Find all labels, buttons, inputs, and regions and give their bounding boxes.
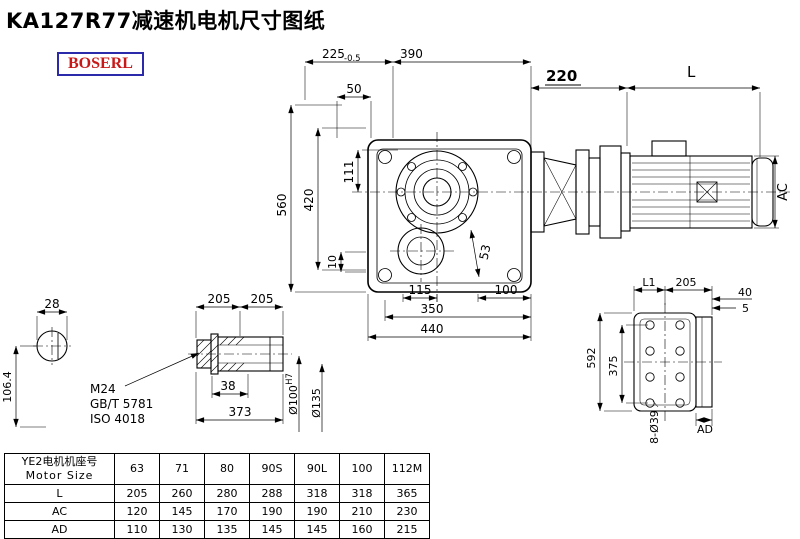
label-gbt5781: GB/T 5781	[90, 397, 153, 411]
dim-53: 53	[477, 243, 494, 261]
gearbox-front-view	[367, 139, 532, 293]
cell: 120	[114, 502, 160, 521]
dim-225-tolerance: -0.5	[344, 54, 361, 64]
boserl-logo: BOSERL	[57, 52, 144, 76]
cell: 145	[159, 502, 205, 521]
cell: 160	[339, 520, 385, 539]
dim-220: 220	[546, 67, 577, 85]
cell: 205	[114, 484, 160, 503]
header-en: Motor Size	[25, 469, 94, 482]
motor-side-view	[530, 140, 774, 239]
dim-28: 28	[44, 297, 59, 311]
table-row-L: L 205 260 280 288 318 318 365	[4, 484, 430, 503]
dim-38: 38	[220, 379, 235, 393]
dimension-lines	[13, 59, 778, 432]
table-header-row: YE2电机机座号 Motor Size 63 71 80 90S 90L 100…	[4, 453, 430, 485]
dim-L: L	[687, 63, 696, 81]
dim-L1: L1	[642, 276, 655, 289]
col-header: 100	[339, 453, 385, 485]
cell: 190	[249, 502, 295, 521]
dim-AC: AC	[776, 183, 791, 201]
dim-592: 592	[585, 348, 598, 369]
dim-390: 390	[400, 47, 423, 61]
dim-dia100: Ø100	[287, 385, 300, 415]
dim-205-c: 205	[676, 276, 697, 289]
label-m24: M24	[90, 382, 116, 396]
cell: 365	[384, 484, 430, 503]
dim-560: 560	[275, 194, 289, 217]
label-8-holes: 8-Ø39	[648, 410, 661, 444]
header-cn: YE2电机机座号	[21, 455, 98, 469]
flange-detail	[633, 312, 713, 412]
label-iso4018: ISO 4018	[90, 412, 145, 426]
cell: 145	[249, 520, 295, 539]
dim-50: 50	[346, 82, 361, 96]
dim-205-b: 205	[251, 292, 274, 306]
cell: 190	[294, 502, 340, 521]
dim-420: 420	[302, 189, 316, 212]
shaft-detail	[36, 330, 284, 375]
dim-440: 440	[421, 322, 444, 336]
dim-111: 111	[342, 161, 356, 184]
row-label: AD	[4, 520, 115, 539]
dim-106-4: 106.4	[1, 371, 14, 403]
col-header: 112M	[384, 453, 430, 485]
dim-40: 40	[738, 286, 752, 299]
table-row-AD: AD 110 130 135 145 145 160 215	[4, 520, 430, 539]
cell: 110	[114, 520, 160, 539]
col-header: 71	[159, 453, 205, 485]
cell: 215	[384, 520, 430, 539]
cell: 170	[204, 502, 250, 521]
cell: 145	[294, 520, 340, 539]
col-header: 90L	[294, 453, 340, 485]
col-header: 90S	[249, 453, 295, 485]
col-header: 63	[114, 453, 160, 485]
cell: 318	[339, 484, 385, 503]
dim-dia100-fit: H7	[285, 373, 295, 385]
dim-100: 100	[495, 283, 518, 297]
dim-225: 225	[322, 47, 345, 61]
row-label: L	[4, 484, 115, 503]
technical-drawing: 225 -0.5 390 220 L 50 560 420 111 10 AC …	[1, 47, 791, 444]
cell: 318	[294, 484, 340, 503]
page-title: KA127R77减速机电机尺寸图纸	[6, 9, 326, 33]
dim-373: 373	[229, 405, 252, 419]
cell: 280	[204, 484, 250, 503]
cell: 135	[204, 520, 250, 539]
cell: 230	[384, 502, 430, 521]
motor-size-table: YE2电机机座号 Motor Size 63 71 80 90S 90L 100…	[4, 453, 430, 539]
table-row-AC: AC 120 145 170 190 190 210 230	[4, 502, 430, 521]
row-label: AC	[4, 502, 115, 521]
dim-dia135: Ø135	[310, 388, 323, 418]
dim-205-a: 205	[208, 292, 231, 306]
table-corner-header: YE2电机机座号 Motor Size	[4, 453, 115, 485]
col-header: 80	[204, 453, 250, 485]
extension-lines	[20, 66, 779, 428]
dim-375: 375	[607, 356, 620, 377]
cell: 130	[159, 520, 205, 539]
cell: 288	[249, 484, 295, 503]
cell: 210	[339, 502, 385, 521]
dim-10: 10	[326, 255, 339, 269]
dim-350: 350	[421, 302, 444, 316]
cell: 260	[159, 484, 205, 503]
dim-AD: AD	[697, 423, 713, 436]
dim-5: 5	[742, 302, 749, 315]
dim-115: 115	[409, 283, 432, 297]
